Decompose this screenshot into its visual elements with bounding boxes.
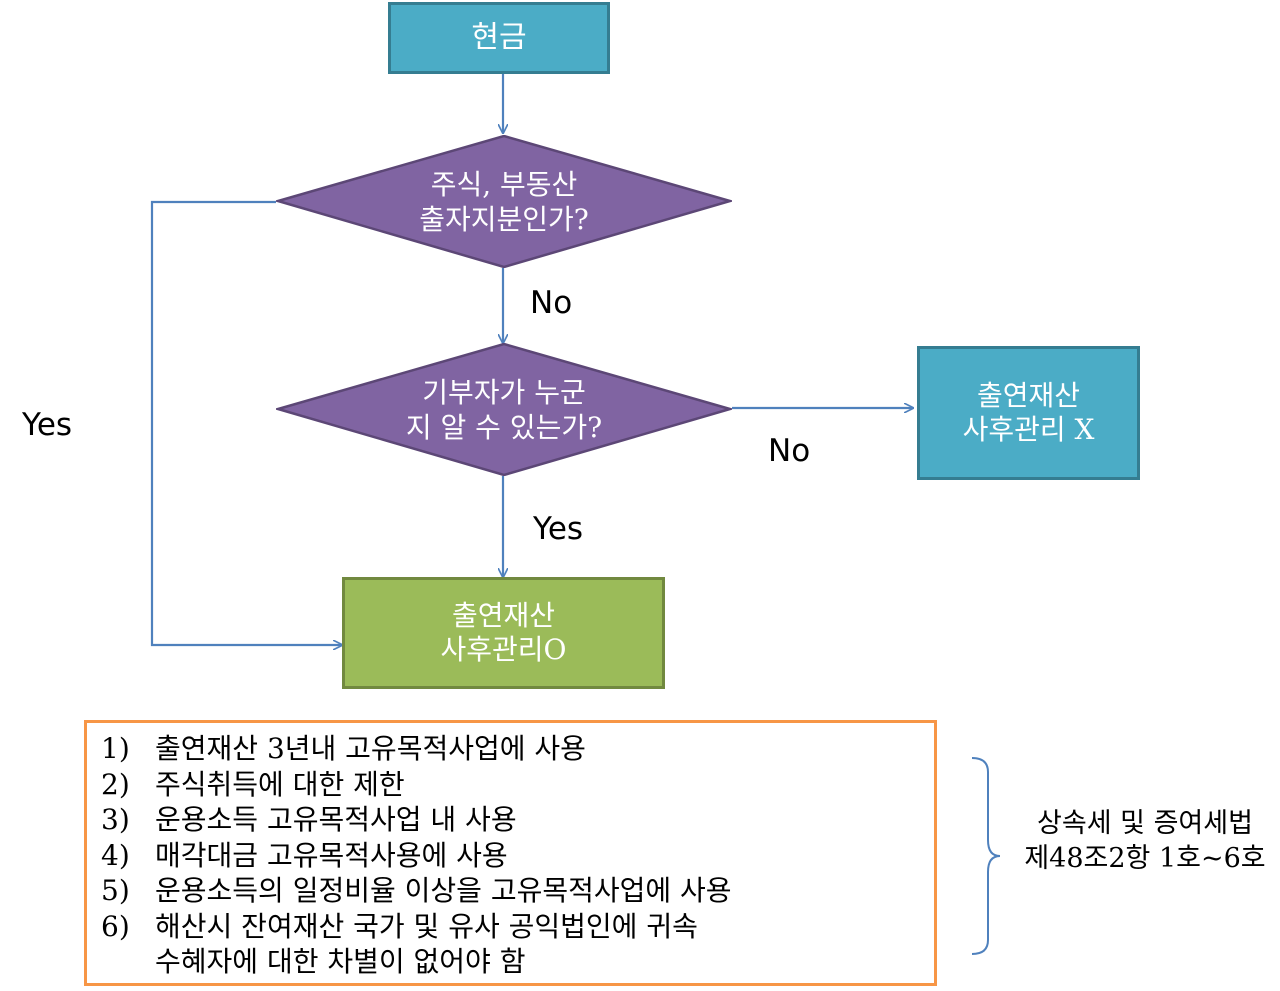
result-yes-line1: 출연재산: [451, 599, 556, 633]
edge-decision1-yes: [150, 200, 342, 645]
result-no-line2: 사후관리 X: [962, 413, 1095, 446]
law-reference-line2: 제48조2항 1호~6호: [1024, 843, 1266, 875]
decision2-line2: 지 알 수 있는가?: [405, 410, 603, 444]
result-no-line1: 출연재산: [976, 379, 1081, 413]
rule-item: 3) 운용소득 고유목적사업 내 사용: [101, 802, 934, 838]
label-decision2-yes: Yes: [533, 511, 584, 547]
decision-donor-known: 기부자가 누군 지 알 수 있는가?: [276, 343, 732, 476]
start-node-label: 현금: [471, 20, 527, 55]
rule-number: [101, 944, 155, 980]
decision-stock-realestate: 주식, 부동산 출자지분인가?: [276, 135, 732, 268]
decision-shape: [276, 343, 732, 476]
rule-number: 4): [101, 838, 130, 872]
rule-text: 운용소득의 일정비율 이상을 고유목적사업에 사용: [155, 874, 732, 907]
rule-item: 5) 운용소득의 일정비율 이상을 고유목적사업에 사용: [101, 873, 934, 909]
rule-text: 출연재산 3년내 고유목적사업에 사용: [155, 732, 586, 765]
rule-text: 주식취득에 대한 제한: [155, 767, 405, 801]
rule-text: 매각대금 고유목적사용에 사용: [155, 838, 508, 872]
rule-number: 5): [101, 874, 130, 907]
rule-item: 수혜자에 대한 차별이 없어야 함: [101, 944, 934, 980]
decision1-line2: 출자지분인가?: [419, 202, 589, 236]
law-brace: [971, 757, 1001, 955]
result-post-management: 출연재산 사후관리O: [342, 577, 665, 689]
rule-text: 해산시 잔여재산 국가 및 유사 공익법인에 귀속: [155, 909, 698, 943]
rule-number: 6): [101, 909, 130, 943]
rule-item: 1) 출연재산 3년내 고유목적사업에 사용: [101, 731, 934, 767]
law-reference-line1: 상속세 및 증여세법: [1037, 808, 1253, 839]
post-management-rules: 1) 출연재산 3년내 고유목적사업에 사용 2) 주식취득에 대한 제한 3)…: [84, 720, 937, 986]
decision1-line1: 주식, 부동산: [430, 167, 578, 201]
decision2-line1: 기부자가 누군: [422, 375, 586, 409]
label-decision1-no: No: [530, 285, 573, 321]
decision-shape: [276, 135, 732, 268]
law-reference: 상속세 및 증여세법 제48조2항 1호~6호: [1010, 806, 1280, 876]
label-decision1-yes: Yes: [22, 407, 73, 443]
rule-text: 운용소득 고유목적사업 내 사용: [155, 803, 517, 836]
label-decision2-no: No: [768, 433, 811, 469]
rule-item: 4) 매각대금 고유목적사용에 사용: [101, 838, 934, 874]
rule-number: 1): [101, 732, 130, 765]
rule-text: 수혜자에 대한 차별이 없어야 함: [155, 945, 526, 978]
rule-number: 2): [101, 767, 130, 801]
result-yes-line2: 사후관리O: [440, 633, 567, 666]
rule-item: 2) 주식취득에 대한 제한: [101, 767, 934, 803]
result-no-post-management: 출연재산 사후관리 X: [917, 346, 1140, 480]
start-node: 현금: [388, 2, 610, 74]
rule-item: 6) 해산시 잔여재산 국가 및 유사 공익법인에 귀속: [101, 909, 934, 945]
rule-number: 3): [101, 803, 130, 836]
